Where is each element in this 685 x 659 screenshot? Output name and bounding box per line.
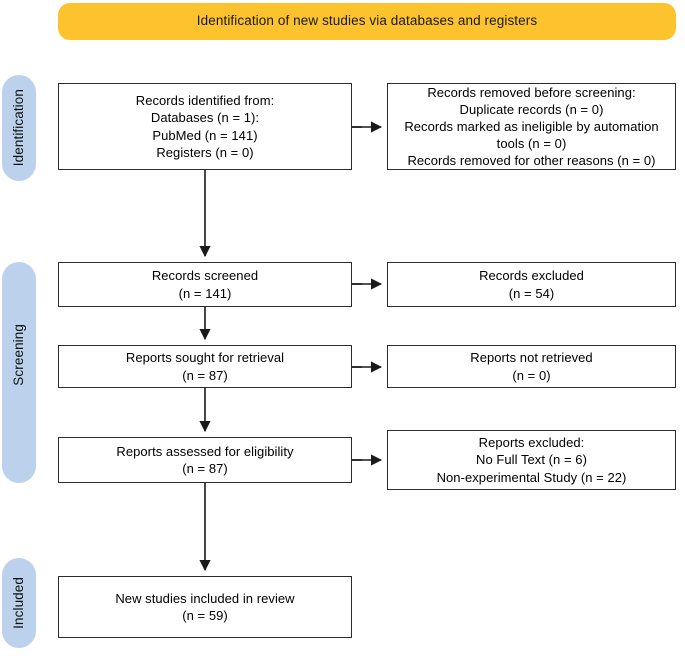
node-records-screened: Records screened (n = 141)	[58, 262, 352, 307]
node-studies-included: New studies included in review (n = 59)	[58, 576, 352, 638]
phase-bar-included: Included	[2, 558, 36, 648]
node-records-excluded-text: Records excluded (n = 54)	[479, 268, 584, 301]
node-records-identified-text: Records identified from: Databases (n = …	[135, 93, 275, 160]
phase-label-included: Included	[11, 577, 27, 629]
node-reports-assessed-text: Reports assessed for eligibility (n = 87…	[116, 443, 294, 476]
node-records-screened-text: Records screened (n = 141)	[151, 268, 259, 301]
node-reports-sought-text: Reports sought for retrieval (n = 87)	[125, 350, 285, 383]
node-studies-included-text: New studies included in review (n = 59)	[115, 590, 295, 623]
phase-label-identification: Identification	[11, 89, 27, 167]
phase-label-screening: Screening	[11, 324, 27, 386]
phase-bar-identification: Identification	[2, 75, 36, 181]
banner-title: Identification of new studies via databa…	[196, 13, 538, 29]
node-records-removed: Records removed before screening: Duplic…	[387, 83, 676, 170]
node-records-removed-text: Records removed before screening: Duplic…	[404, 84, 659, 169]
node-reports-not-retrieved-text: Reports not retrieved (n = 0)	[470, 350, 593, 383]
phase-bar-screening: Screening	[2, 262, 36, 483]
node-reports-not-retrieved: Reports not retrieved (n = 0)	[387, 345, 676, 388]
diagram-banner: Identification of new studies via databa…	[58, 3, 676, 40]
node-reports-assessed: Reports assessed for eligibility (n = 87…	[58, 437, 352, 483]
node-reports-sought: Reports sought for retrieval (n = 87)	[58, 345, 352, 388]
node-records-excluded: Records excluded (n = 54)	[387, 262, 676, 307]
node-records-identified: Records identified from: Databases (n = …	[58, 83, 352, 170]
node-reports-excluded-text: Reports excluded: No Full Text (n = 6) N…	[436, 435, 627, 485]
node-reports-excluded: Reports excluded: No Full Text (n = 6) N…	[387, 430, 676, 490]
